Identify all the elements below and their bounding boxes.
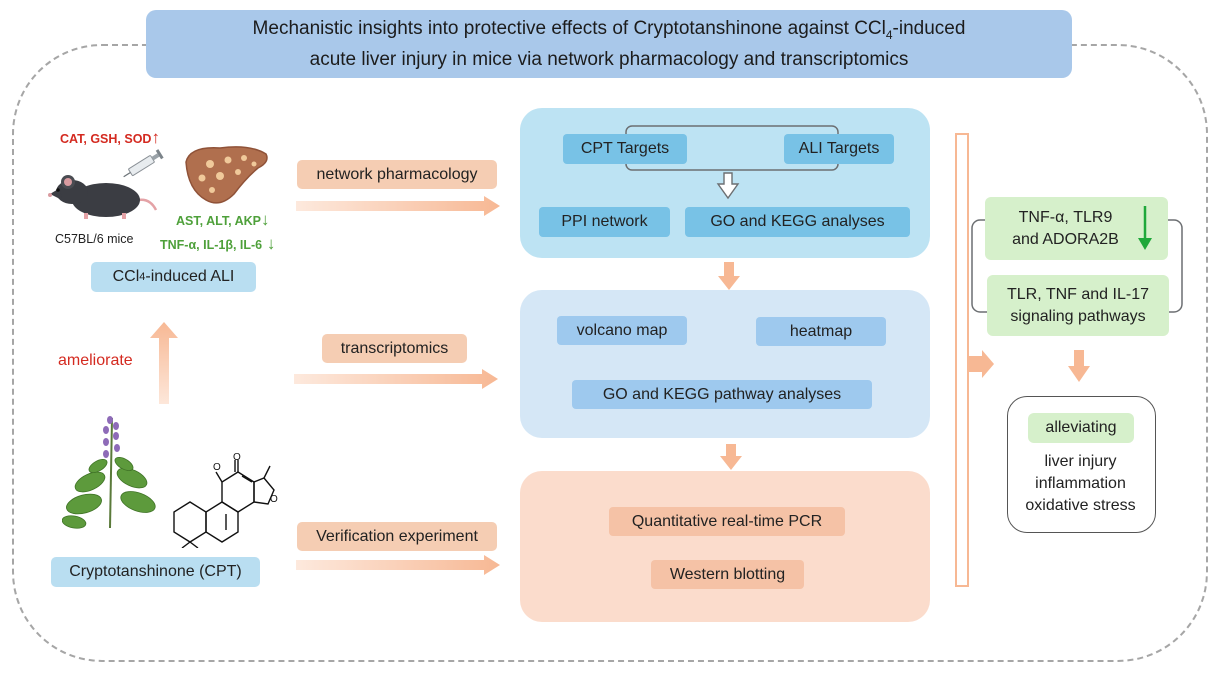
down-arrow-icon: ↓ — [262, 234, 276, 253]
mouse-strain-label: C57BL/6 mice — [55, 232, 134, 246]
down-arrow-icon: ↓ — [260, 210, 270, 229]
verification-panel — [520, 471, 930, 622]
mouse-icon — [48, 175, 158, 219]
cpt-targets-box: CPT Targets — [563, 134, 687, 164]
pathways-box: TLR, TNF and IL-17 signaling pathways — [987, 275, 1169, 336]
transcriptomics-arrow — [294, 369, 498, 389]
findings-to-outcome-arrow — [1068, 350, 1090, 382]
volcano-map-box: volcano map — [557, 316, 687, 345]
syringe-icon — [123, 149, 164, 178]
liver-icon — [185, 146, 268, 204]
molecule-structure-icon: O O O — [173, 452, 278, 548]
transcriptomics-panel — [520, 290, 930, 438]
ppi-network-box: PPI network — [539, 207, 670, 237]
panel-2-to-3-arrow — [720, 444, 742, 470]
up-arrow-icon: ↑ — [151, 128, 160, 147]
diagram-title: Mechanistic insights into protective eff… — [146, 10, 1072, 78]
go-kegg-box: GO and KEGG analyses — [685, 207, 910, 237]
green-down-arrow-icon — [1138, 206, 1152, 250]
network-pharmacology-arrow — [296, 196, 500, 216]
qpcr-box: Quantitative real-time PCR — [609, 507, 845, 536]
hollow-down-arrow-icon — [716, 172, 740, 200]
title-line-1: Mechanistic insights into protective eff… — [252, 17, 966, 42]
markers-down-label-1: AST, ALT, AKP↓ — [176, 210, 270, 229]
transcriptomics-label: transcriptomics — [322, 334, 467, 363]
svg-text:O: O — [213, 462, 221, 473]
go-kegg-pathway-box: GO and KEGG pathway analyses — [572, 380, 872, 409]
key-genes-box: TNF-α, TLR9 and ADORA2B — [985, 197, 1168, 260]
verification-arrow — [296, 555, 500, 575]
outcome-list: liver injury inflammation oxidative stre… — [1025, 453, 1136, 514]
right-bracket-arrow — [955, 133, 994, 587]
ameliorate-up-arrow — [150, 322, 178, 404]
svg-text:O: O — [233, 452, 241, 463]
alleviating-label: alleviating — [1028, 413, 1134, 443]
network-pharmacology-label: network pharmacology — [297, 160, 497, 189]
markers-down-label-2: TNF-α, IL-1β, IL-6 ↓ — [160, 234, 276, 253]
ali-targets-box: ALI Targets — [784, 134, 894, 164]
western-blotting-box: Western blotting — [651, 560, 804, 589]
markers-up-label: CAT, GSH, SOD↑ — [60, 128, 160, 147]
verification-experiment-label: Verification experiment — [297, 522, 497, 551]
title-line-2: acute liver injury in mice via network p… — [309, 49, 909, 71]
svg-text:O: O — [270, 494, 278, 505]
panel-1-to-2-arrow — [718, 262, 740, 290]
heatmap-box: heatmap — [756, 317, 886, 346]
ameliorate-label: ameliorate — [58, 352, 133, 369]
compound-label: Cryptotanshinone (CPT) — [51, 557, 260, 587]
plant-icon — [62, 416, 156, 529]
